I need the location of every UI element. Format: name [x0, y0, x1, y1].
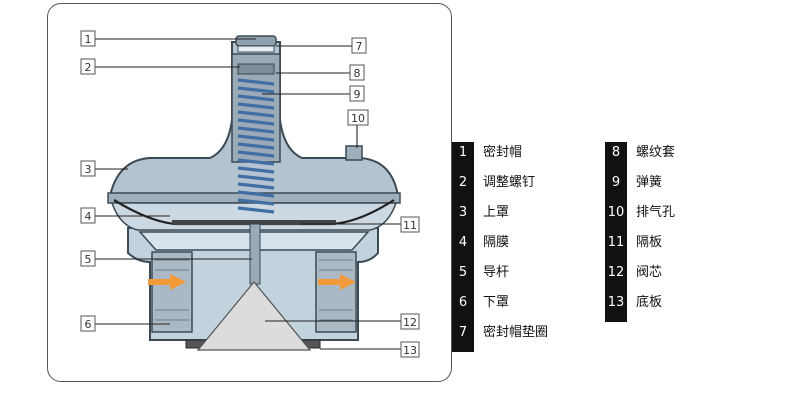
- svg-text:9: 9: [354, 88, 361, 101]
- legend-number: 6: [452, 292, 474, 322]
- valve-stem: [249, 223, 261, 285]
- seal-cap: [235, 35, 277, 47]
- legend-label: 导杆: [483, 265, 510, 280]
- legend-label: 阀芯: [636, 265, 663, 280]
- diaphragm-plate: [172, 220, 336, 225]
- legend-label: 隔膜: [483, 235, 510, 250]
- inlet-flow-arrow-icon: [148, 274, 186, 290]
- legend-number: 9: [605, 172, 627, 202]
- callout-2: 2: [80, 58, 96, 75]
- legend-label: 排气孔: [636, 205, 676, 220]
- legend-label: 弹簧: [636, 175, 663, 190]
- legend-label: 下罩: [483, 295, 510, 310]
- svg-text:12: 12: [403, 316, 417, 329]
- svg-text:1: 1: [85, 33, 92, 46]
- callout-12: 12: [400, 313, 420, 330]
- outlet-port: [315, 251, 357, 333]
- svg-text:6: 6: [85, 318, 92, 331]
- svg-text:11: 11: [403, 219, 417, 232]
- svg-text:3: 3: [85, 163, 92, 176]
- inlet-port: [151, 251, 193, 333]
- legend-number: 10: [605, 202, 627, 232]
- callout-4: 4: [80, 207, 96, 224]
- legend-number: 8: [605, 142, 627, 172]
- callout-11: 11: [400, 216, 420, 233]
- legend-number: 4: [452, 232, 474, 262]
- legend-label: 密封帽: [483, 145, 523, 160]
- legend-label: 调整螺钉: [483, 175, 536, 190]
- callout-5: 5: [80, 250, 96, 267]
- legend-number: 5: [452, 262, 474, 292]
- legend-number: 12: [605, 262, 627, 292]
- svg-text:7: 7: [356, 40, 363, 53]
- legend-label: 密封帽垫圈: [483, 325, 549, 340]
- svg-text:2: 2: [85, 61, 92, 74]
- legend-label: 上罩: [483, 205, 510, 220]
- legend-number: 1: [452, 142, 474, 172]
- legend-number: 7: [452, 322, 474, 352]
- legend-label: 底板: [636, 295, 663, 310]
- legend-number: 11: [605, 232, 627, 262]
- callout-3: 3: [80, 160, 96, 177]
- callout-9: 9: [349, 85, 365, 102]
- valve-cone: [196, 281, 312, 351]
- legend-label: 隔板: [636, 235, 663, 250]
- legend-number: 13: [605, 292, 627, 322]
- svg-text:13: 13: [403, 344, 417, 357]
- callout-7: 7: [351, 37, 367, 54]
- callout-1: 1: [80, 30, 96, 47]
- svg-text:8: 8: [354, 67, 361, 80]
- callout-10: 10: [347, 109, 369, 126]
- spring: [237, 78, 275, 214]
- regulator-cross-section: 1 2 3 4 5 6 7 8 9 10 11 12 13: [80, 30, 420, 358]
- vent-port: [345, 145, 363, 161]
- callout-6: 6: [80, 315, 96, 332]
- svg-text:5: 5: [85, 253, 92, 266]
- legend-number: 2: [452, 172, 474, 202]
- adjusting-screw: [237, 63, 275, 75]
- svg-text:4: 4: [85, 210, 92, 223]
- callout-13: 13: [400, 341, 420, 358]
- legend-number: 3: [452, 202, 474, 232]
- cap-gasket: [237, 45, 275, 53]
- legend-label: 螺纹套: [636, 145, 676, 160]
- callout-leaders: [95, 38, 401, 350]
- outlet-flow-arrow-icon: [318, 274, 356, 290]
- svg-text:10: 10: [351, 112, 365, 125]
- callout-8: 8: [349, 64, 365, 81]
